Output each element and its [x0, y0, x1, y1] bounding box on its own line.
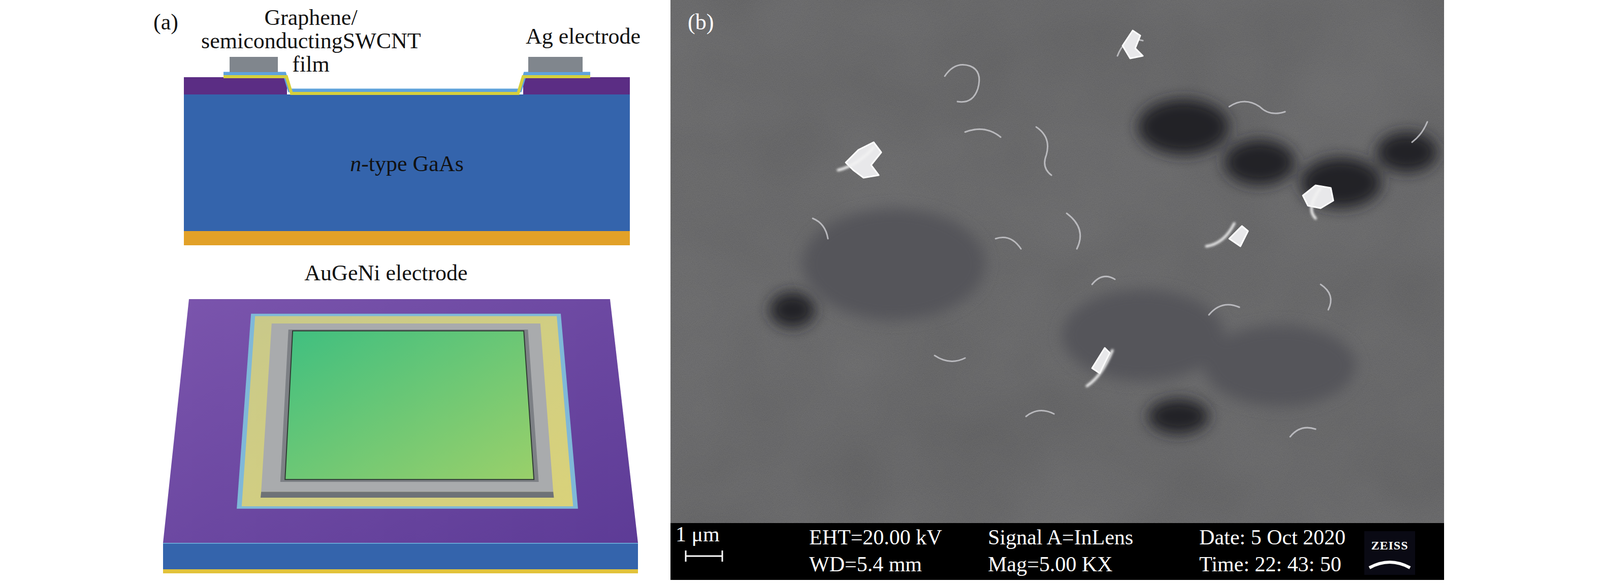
device-bottom — [163, 569, 638, 574]
part-label: Ag electrode — [525, 24, 641, 49]
sem-info: Signal A=InLens — [987, 525, 1134, 550]
sem-info: Date: 5 Oct 2020 — [1199, 525, 1346, 550]
gaas-layer — [183, 94, 630, 232]
film-frame — [241, 316, 574, 507]
semiconductor-layer: n-type GaAs — [183, 96, 630, 232]
device-side — [163, 542, 638, 570]
sem-info: 1 μm — [675, 522, 720, 547]
sem-info: EHT=20.00 kV — [809, 525, 943, 550]
layer-label: n-type GaAs — [349, 150, 464, 177]
ag-frame — [261, 323, 554, 492]
ag-frame-inner — [280, 329, 539, 483]
device-top — [163, 299, 638, 543]
panel-label: (b) — [687, 10, 714, 35]
info-bar — [670, 523, 1445, 581]
ag-electrode — [229, 56, 278, 73]
film-layer — [223, 76, 591, 94]
insulator-layer — [183, 77, 287, 95]
insulator-layer — [523, 77, 630, 95]
sem-info: Time: 22: 43: 50 — [1199, 552, 1342, 576]
sem-info: WD=5.4 mm — [809, 552, 922, 576]
sem-ground — [670, 0, 1445, 524]
sem-image — [670, 0, 1445, 581]
film-edge — [236, 313, 579, 509]
panel-label: (a) — [153, 10, 179, 35]
sem-info: Mag=5.00 KX — [987, 552, 1113, 576]
part-label: Graphene/ semiconductingSWCNT film — [201, 6, 421, 77]
ag-electrode — [528, 56, 583, 73]
film-window — [284, 330, 534, 480]
device-3d — [163, 299, 638, 574]
ag-frame-edge — [260, 491, 555, 498]
scale-bar — [685, 550, 723, 562]
back-electrode — [183, 231, 630, 246]
cross-section — [183, 56, 630, 246]
part-label: AuGeNi electrode — [304, 261, 468, 286]
sem-info: ZEISS — [1370, 538, 1408, 553]
zeiss-logo — [1364, 531, 1416, 575]
